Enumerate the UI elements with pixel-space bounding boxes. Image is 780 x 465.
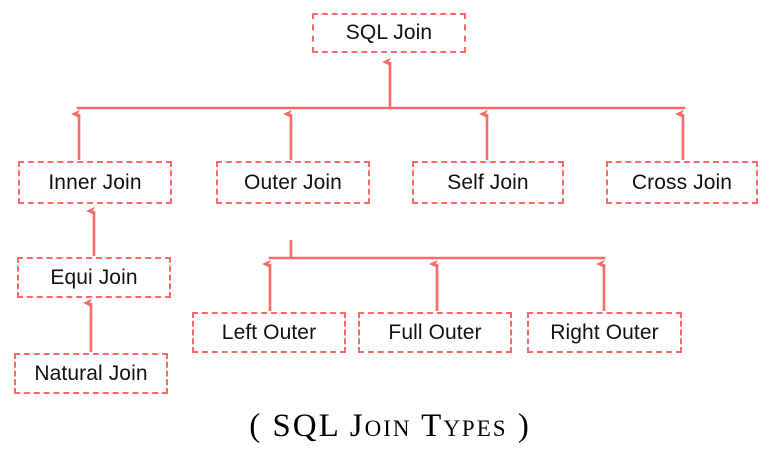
node-left-outer-label: Left Outer [221, 320, 317, 344]
node-full-outer-label: Full Outer [388, 320, 482, 344]
node-natural-join[interactable]: Natural Join [14, 353, 168, 394]
node-right-outer-label: Right Outer [550, 320, 659, 344]
node-right-outer[interactable]: Right Outer [527, 312, 682, 353]
node-sql-join[interactable]: SQL Join [312, 13, 466, 53]
node-inner-join-label: Inner Join [48, 170, 142, 194]
diagram-caption: ( SQL Join Types ) [249, 408, 531, 444]
node-outer-join-label: Outer Join [244, 170, 342, 194]
node-self-join[interactable]: Self Join [412, 161, 564, 204]
node-cross-join-label: Cross Join [631, 170, 733, 194]
node-sql-join-label: SQL Join [345, 21, 433, 44]
node-full-outer[interactable]: Full Outer [358, 312, 512, 353]
node-natural-join-label: Natural Join [34, 361, 148, 385]
node-equi-join-label: Equi Join [50, 265, 138, 289]
node-left-outer[interactable]: Left Outer [192, 312, 346, 353]
node-self-join-label: Self Join [447, 170, 529, 194]
node-outer-join[interactable]: Outer Join [216, 161, 370, 204]
node-equi-join[interactable]: Equi Join [17, 257, 171, 298]
node-cross-join[interactable]: Cross Join [606, 161, 758, 204]
node-inner-join[interactable]: Inner Join [18, 161, 172, 204]
